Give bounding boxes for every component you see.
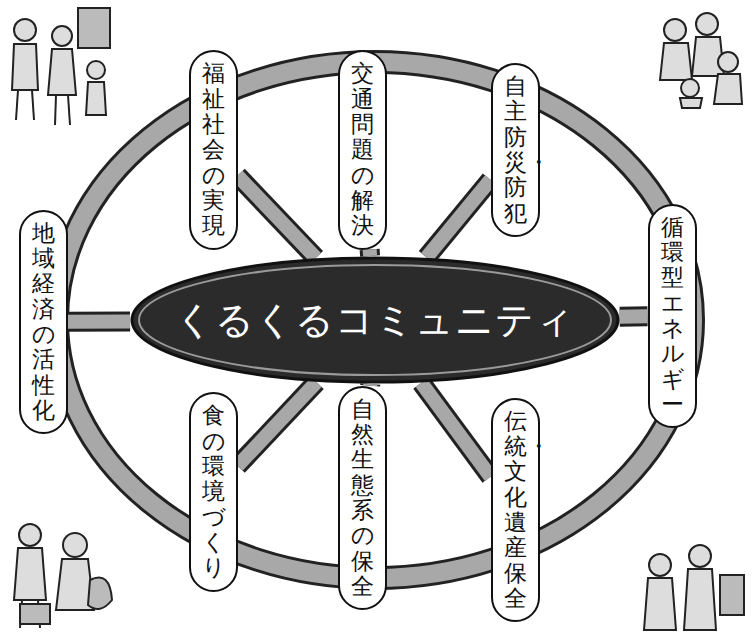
theme-box: 循環型エネルギー <box>648 204 697 428</box>
theme-label: 伝統・文化遺産保全 <box>504 409 527 611</box>
theme-box: 伝統・文化遺産保全 <box>491 398 540 622</box>
spoke-connector <box>369 250 370 256</box>
spoke-connector <box>238 176 316 258</box>
spoke-band <box>427 180 491 258</box>
spoke-connector <box>238 382 317 466</box>
people-illustration <box>660 13 742 108</box>
hub-ellipse: くるくるコミュニティ <box>130 256 620 384</box>
spoke-connector <box>421 383 490 477</box>
spoke-band <box>68 311 131 331</box>
theme-label: 食の環境づくり <box>202 403 225 580</box>
spoke-connector <box>620 316 648 317</box>
spoke-band <box>238 176 316 258</box>
spoke-connector <box>370 384 371 386</box>
spoke-band <box>421 383 490 477</box>
spoke-band <box>363 250 377 256</box>
spoke-band <box>360 250 380 256</box>
theme-label: 福祉社会の実現 <box>202 61 225 238</box>
theme-label: 地域経済の活性化 <box>32 221 55 423</box>
spoke-band <box>421 383 490 477</box>
theme-box: 自然生態系の保全 <box>338 386 387 610</box>
spoke-connector <box>68 321 131 322</box>
theme-box: 交通問題の解決 <box>338 50 387 249</box>
spoke-connector <box>427 180 491 258</box>
theme-box: 地域経済の活性化 <box>19 210 68 434</box>
theme-label: 自然生態系の保全 <box>351 397 374 599</box>
theme-label: 交通問題の解決 <box>351 61 374 238</box>
theme-box: 食の環境づくり <box>189 392 238 591</box>
theme-label: 自主防災・防犯 <box>504 74 527 226</box>
people-illustration <box>12 8 110 125</box>
spoke-band <box>238 176 316 258</box>
spoke-band <box>620 309 648 323</box>
theme-box: 福祉社会の実現 <box>189 50 238 249</box>
people-illustration <box>644 545 744 630</box>
hub-title: くるくるコミュニティ <box>175 295 575 346</box>
spoke-band <box>68 314 131 328</box>
spoke-band <box>238 382 317 466</box>
people-illustration <box>14 524 112 628</box>
spoke-band <box>620 306 648 326</box>
spoke-band <box>238 382 317 466</box>
spoke-band <box>427 180 491 258</box>
theme-box: 自主防災・防犯 <box>491 63 540 237</box>
theme-label: 循環型エネルギー <box>661 215 684 417</box>
